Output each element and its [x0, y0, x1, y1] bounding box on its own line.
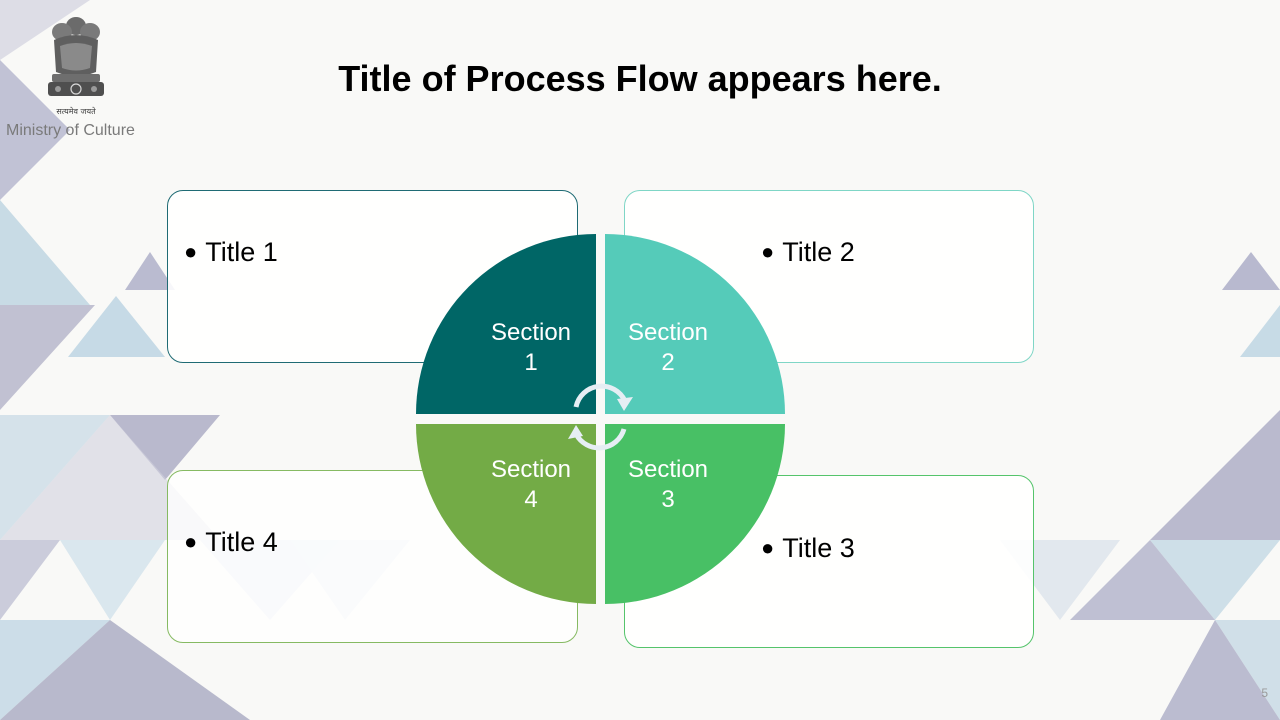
cycle-arrows-icon — [573, 383, 628, 451]
page-number: 5 — [1261, 686, 1268, 700]
section-3-number: 3 — [661, 486, 675, 513]
section-4-quadrant — [416, 424, 596, 604]
cycle-arrowhead-icon — [568, 425, 583, 439]
section-3-quadrant — [605, 424, 785, 604]
emblem-motto: सत्यमेव जयते — [56, 106, 96, 116]
section-1-line1: Section — [490, 319, 572, 346]
card-title-1-text: Title 1 — [205, 237, 278, 267]
section-4-label: Section 4 — [471, 455, 591, 515]
section-1-quadrant — [416, 234, 596, 414]
bullet-icon: ● — [184, 529, 198, 554]
section-4-line1: Section — [490, 456, 572, 483]
section-1-number: 1 — [524, 349, 538, 376]
cycle-arrowhead-icon — [617, 397, 633, 411]
cycle-wheel — [416, 234, 785, 604]
slide-title: Title of Process Flow appears here. — [338, 58, 942, 99]
section-3-label: Section 3 — [608, 455, 728, 515]
section-2-line1: Section — [627, 319, 709, 346]
ministry-name: Ministry of Culture — [6, 122, 135, 139]
bullet-icon: ● — [761, 239, 775, 264]
section-3-line1: Section — [627, 456, 709, 483]
card-title-4-text: Title 4 — [205, 527, 278, 557]
card-title-2-text: Title 2 — [782, 237, 855, 267]
section-2-quadrant — [605, 234, 785, 414]
card-title-1-label: ● Title 1 — [184, 237, 278, 268]
section-1-label: Section 1 — [471, 318, 591, 378]
card-title-3-label: ● Title 3 — [761, 533, 855, 564]
section-2-label: Section 2 — [608, 318, 728, 378]
bullet-icon: ● — [184, 239, 198, 264]
national-emblem-logo: सत्यमेव जयते — [38, 10, 114, 120]
bullet-icon: ● — [761, 535, 775, 560]
section-2-number: 2 — [661, 349, 675, 376]
section-4-number: 4 — [524, 486, 538, 513]
card-title-4-label: ● Title 4 — [184, 527, 278, 558]
card-title-3-text: Title 3 — [782, 533, 855, 563]
card-title-2-label: ● Title 2 — [761, 237, 855, 268]
